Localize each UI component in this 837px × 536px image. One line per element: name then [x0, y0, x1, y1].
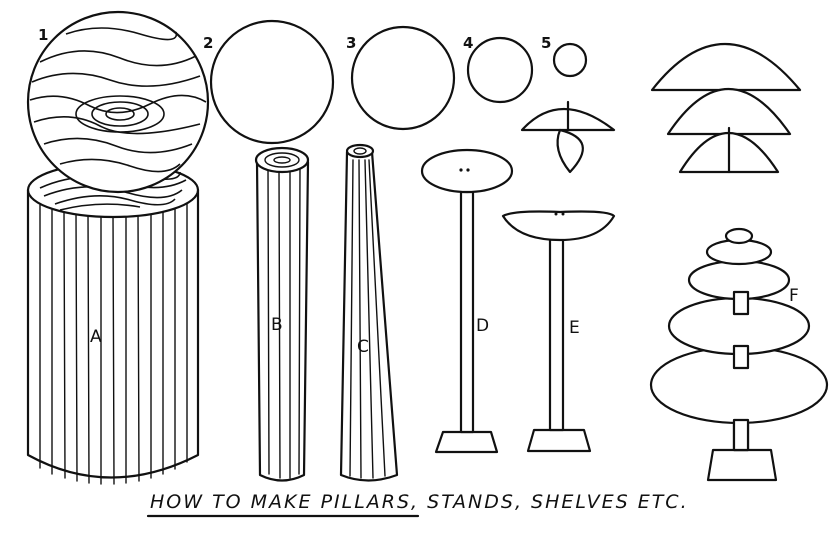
label-b: B: [271, 315, 283, 335]
circle-5: [554, 44, 586, 76]
pillar-c: [341, 145, 397, 481]
number-3: 3: [346, 34, 356, 52]
circle-3: [352, 27, 454, 129]
number-1: 1: [38, 26, 48, 44]
tiered-stand-f: [651, 229, 827, 480]
caption: HOW TO MAKE PILLARS, STANDS, SHELVES ETC…: [150, 491, 689, 513]
slotted-half-discs: [522, 102, 614, 172]
stand-e: [503, 212, 614, 452]
stand-d: [422, 150, 512, 452]
circle-4: [468, 38, 532, 102]
number-2: 2: [203, 34, 213, 52]
label-f: F: [789, 286, 799, 306]
corner-shelves: [652, 44, 800, 172]
label-d: D: [476, 316, 489, 336]
label-c: C: [357, 337, 369, 357]
label-a: A: [90, 327, 102, 347]
pillar-a: [28, 12, 208, 484]
label-e: E: [569, 318, 580, 338]
circle-2: [211, 21, 333, 143]
number-5: 5: [541, 34, 551, 52]
number-4: 4: [463, 34, 473, 52]
